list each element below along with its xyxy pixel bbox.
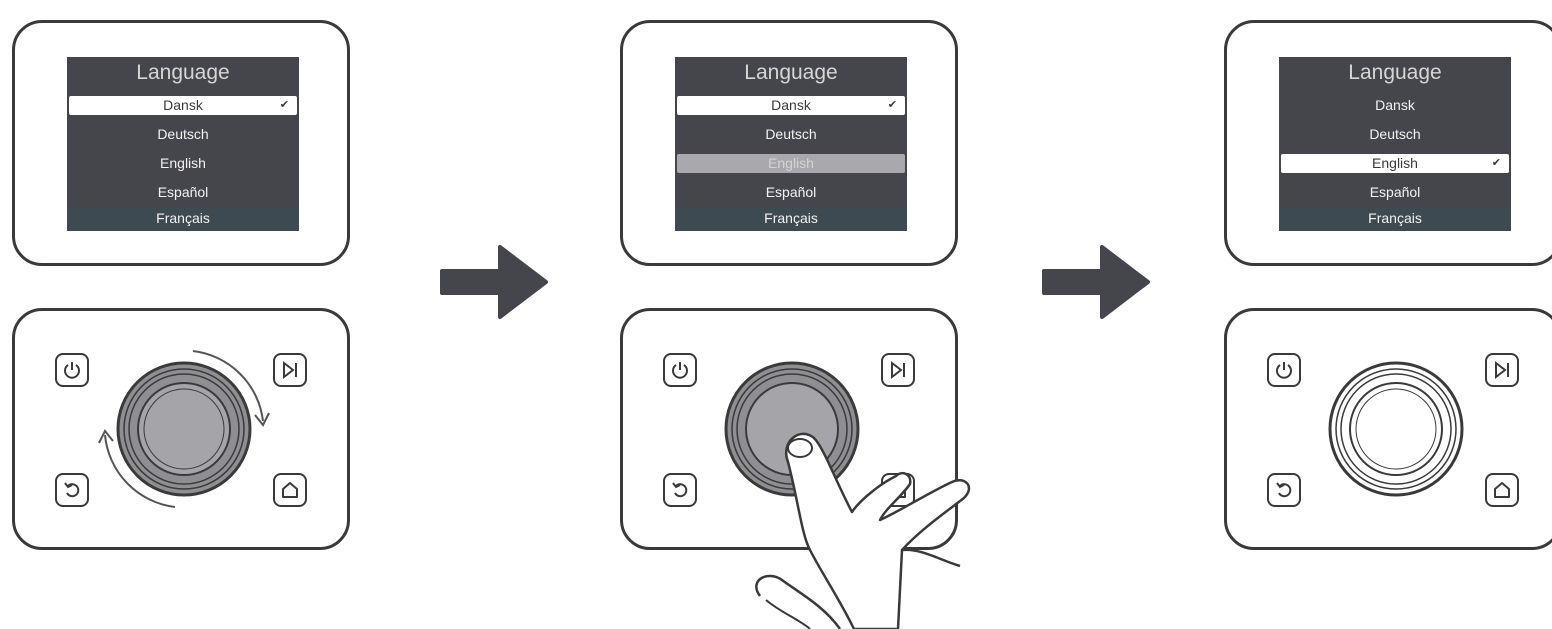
menu-item-label: Deutsch (157, 126, 209, 142)
menu-item-label: Français (764, 210, 818, 226)
menu-item-label: English (160, 155, 206, 171)
menu-item-english[interactable]: English ✔ (1281, 154, 1509, 173)
menu-item-label: Deutsch (1369, 126, 1421, 142)
menu-item-dansk[interactable]: Dansk ✔ (677, 96, 905, 115)
menu-item-label: Dansk (163, 97, 203, 113)
language-menu: Dansk Deutsch English ✔ Español Français (1279, 91, 1511, 231)
power-button[interactable] (55, 353, 89, 387)
menu-item-label: Español (1369, 184, 1421, 200)
screen-title: Language (136, 61, 230, 84)
menu-item-label: Deutsch (765, 126, 817, 142)
back-icon (672, 482, 688, 498)
menu-item-dansk[interactable]: Dansk ✔ (69, 96, 297, 115)
home-icon (282, 482, 298, 498)
rotary-knob[interactable] (15, 311, 353, 553)
menu-item-english[interactable]: English (677, 154, 905, 173)
language-menu: Dansk ✔ Deutsch English Español Français (67, 96, 299, 231)
rotate-clockwise-icon (98, 350, 270, 508)
language-menu: Dansk ✔ Deutsch English Español Français (675, 96, 907, 231)
menu-item-espanol[interactable]: Español (69, 178, 297, 207)
menu-item-english[interactable]: English (69, 149, 297, 178)
power-button[interactable] (663, 353, 697, 387)
power-icon (1276, 362, 1292, 379)
step-2: Language Dansk ✔ Deutsch English Español … (620, 0, 980, 629)
menu-item-deutsch[interactable]: Deutsch (1281, 120, 1509, 149)
menu-item-espanol[interactable]: Español (1281, 178, 1509, 207)
right-arrow-icon (1042, 245, 1150, 319)
power-icon (672, 362, 688, 379)
menu-item-label: Dansk (1375, 97, 1415, 113)
menu-item-dansk[interactable]: Dansk (1281, 91, 1509, 120)
power-button[interactable] (1267, 353, 1301, 387)
skip-forward-icon (283, 360, 297, 380)
check-icon: ✔ (887, 99, 897, 111)
back-icon (64, 482, 80, 498)
back-icon (1276, 482, 1292, 498)
menu-item-deutsch[interactable]: Deutsch (677, 120, 905, 149)
control-panel (12, 308, 350, 550)
screen-title: Language (744, 61, 838, 84)
skip-forward-icon (1495, 360, 1509, 380)
lcd-screen: Language Dansk ✔ Deutsch English Español … (675, 57, 907, 231)
menu-item-label: Español (765, 184, 817, 200)
back-button[interactable] (1267, 473, 1301, 507)
control-panel (1224, 308, 1552, 550)
rotary-knob[interactable] (623, 311, 961, 553)
home-button[interactable] (1485, 473, 1519, 507)
back-button[interactable] (55, 473, 89, 507)
rotary-knob[interactable] (1227, 311, 1552, 553)
menu-item-label: Dansk (771, 97, 811, 113)
skip-button[interactable] (1485, 353, 1519, 387)
skip-forward-icon (891, 360, 905, 380)
menu-item-deutsch[interactable]: Deutsch (69, 120, 297, 149)
menu-item-label: English (768, 155, 814, 171)
menu-item-francais[interactable]: Français (67, 207, 299, 231)
home-button[interactable] (273, 473, 307, 507)
display-frame: Language Dansk Deutsch English ✔ Español … (1224, 20, 1552, 266)
menu-item-label: Français (156, 210, 210, 226)
power-icon (64, 362, 80, 379)
home-icon (1494, 482, 1510, 498)
lcd-screen: Language Dansk Deutsch English ✔ Español … (1279, 57, 1511, 231)
step-3: Language Dansk Deutsch English ✔ Español … (1224, 0, 1552, 629)
skip-button[interactable] (881, 353, 915, 387)
screen-title: Language (1348, 61, 1442, 84)
menu-item-label: English (1372, 155, 1418, 171)
menu-item-label: Français (1368, 210, 1422, 226)
step-1: Language Dansk ✔ Deutsch English Español … (12, 0, 372, 629)
skip-button[interactable] (273, 353, 307, 387)
display-frame: Language Dansk ✔ Deutsch English Español … (620, 20, 958, 266)
lcd-screen: Language Dansk ✔ Deutsch English Español … (67, 57, 299, 231)
right-arrow-icon (440, 245, 548, 319)
check-icon: ✔ (279, 99, 289, 111)
display-frame: Language Dansk ✔ Deutsch English Español … (12, 20, 350, 266)
check-icon: ✔ (1491, 157, 1501, 169)
back-button[interactable] (663, 473, 697, 507)
menu-item-francais[interactable]: Français (675, 207, 907, 231)
menu-item-francais[interactable]: Français (1279, 207, 1511, 231)
control-panel (620, 308, 958, 550)
menu-item-label: Español (157, 184, 209, 200)
menu-item-espanol[interactable]: Español (677, 178, 905, 207)
